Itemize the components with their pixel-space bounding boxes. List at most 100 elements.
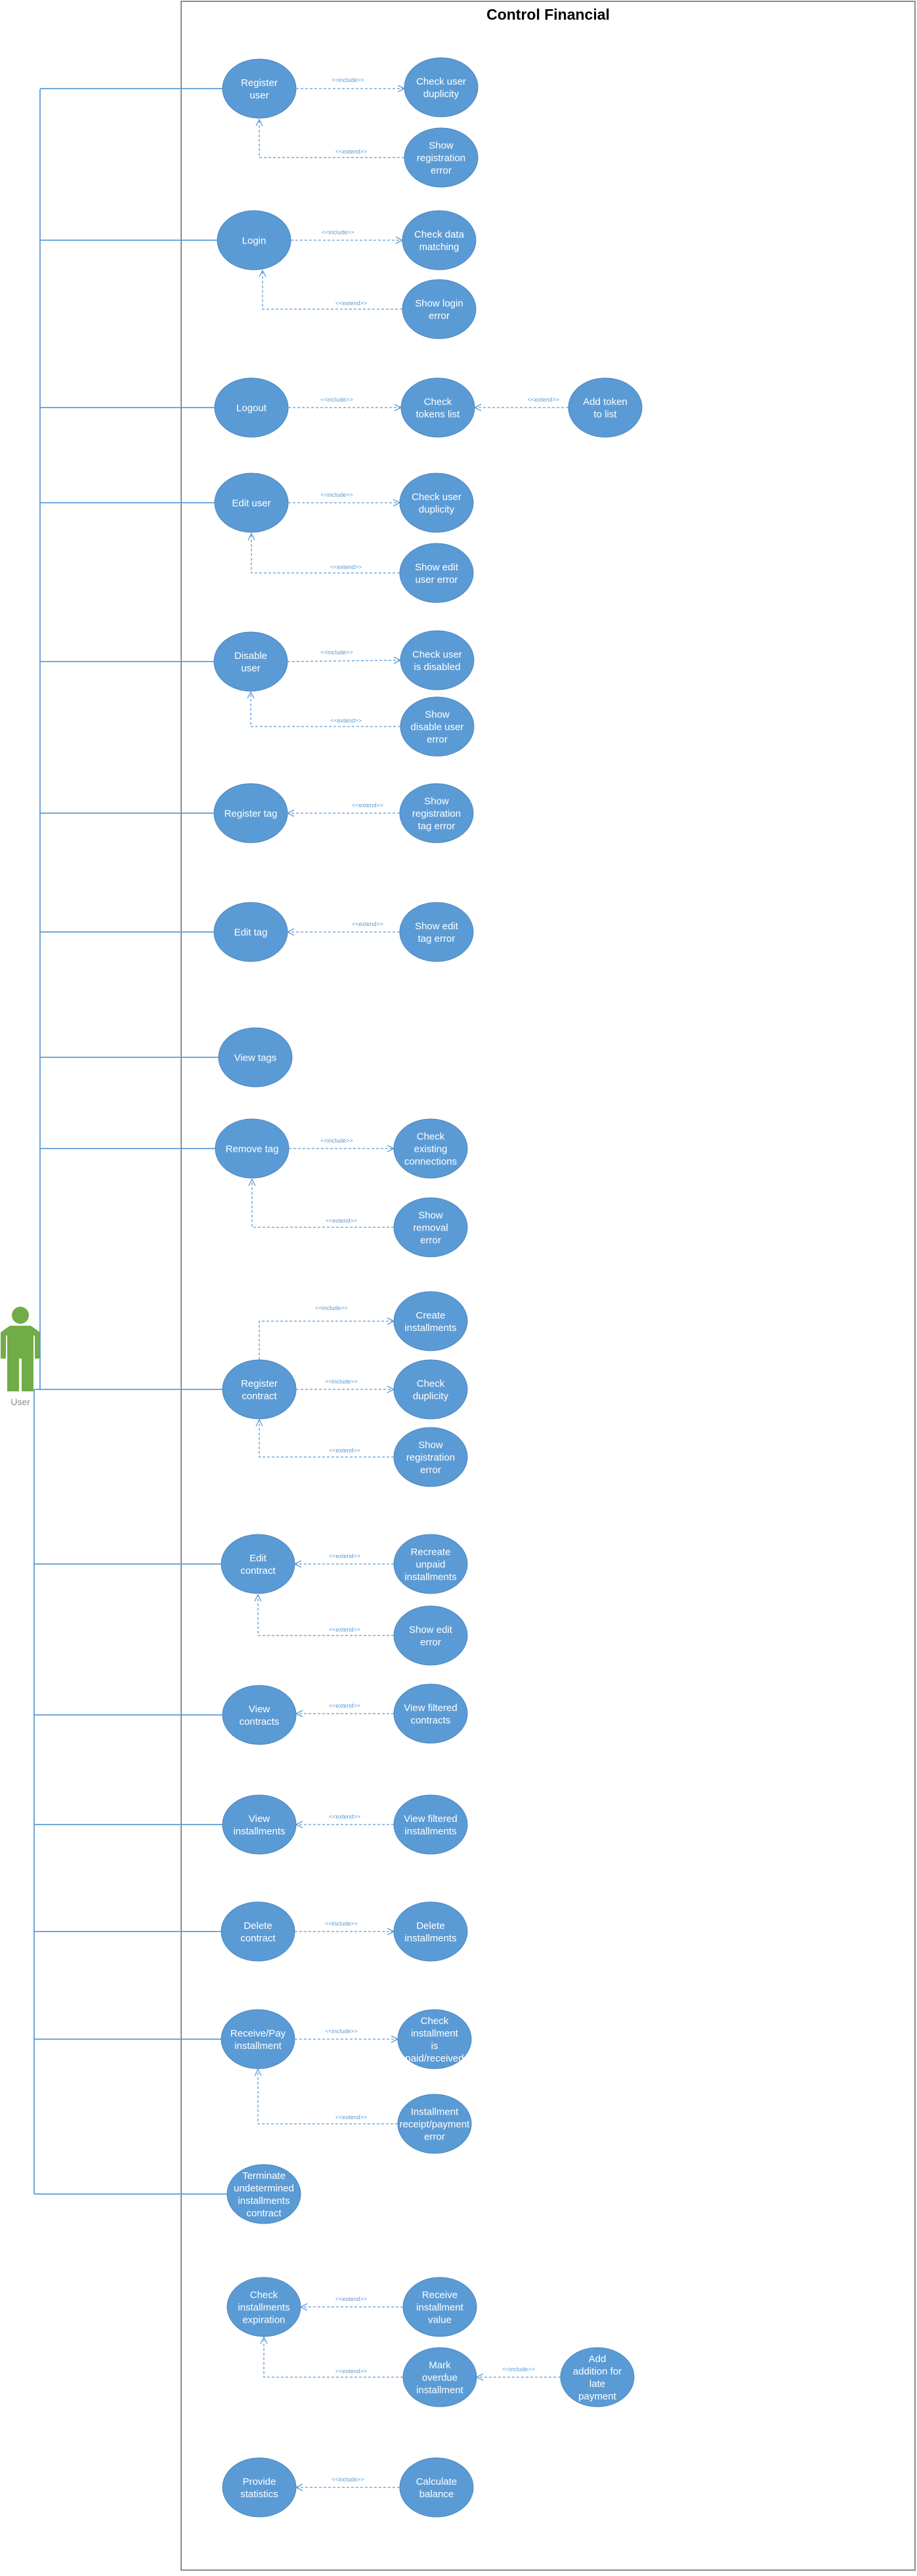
use-case-check-data-matching-shape <box>402 210 477 270</box>
use-case-register-tag-shape <box>213 783 288 843</box>
use-case-view-tags: View tags <box>218 1027 293 1087</box>
include-label: <<include>> <box>325 2028 358 2035</box>
extend-relation <box>258 1595 394 1636</box>
use-case-recreate-unpaid-installments-shape <box>393 1534 468 1594</box>
extend-relation <box>264 2337 403 2378</box>
extend-relation <box>251 692 400 727</box>
use-case-delete-contract-shape <box>221 1901 295 1962</box>
use-case-view-contracts-shape <box>222 1685 297 1745</box>
use-case-show-login-error-shape <box>402 279 477 339</box>
extend-label: <<extend>> <box>329 1447 360 1454</box>
extend-label: <<extend>> <box>528 396 559 403</box>
extend-label: <<extend>> <box>329 1702 360 1709</box>
use-case-receive-installment-value-shape <box>402 2277 477 2337</box>
use-case-register-tag: Register tag <box>213 783 288 843</box>
include-relation <box>287 660 400 662</box>
extend-label: <<extend>> <box>352 802 383 809</box>
use-case-remove-tag: Remove tag <box>215 1118 289 1179</box>
use-case-check-user-duplicity-shape <box>404 57 479 117</box>
include-label: <<include>> <box>331 2476 364 2483</box>
use-case-mark-overdue-installment-shape <box>402 2347 477 2407</box>
use-case-login: Login <box>217 210 291 270</box>
use-case-show-registration-tag-error-shape <box>399 783 474 843</box>
use-case-show-disable-user-error-shape <box>400 696 475 757</box>
use-case-view-filtered-installments-shape <box>393 1794 468 1855</box>
use-case-edit-user-shape <box>214 473 289 533</box>
include-label: <<include>> <box>320 492 353 498</box>
actor-label: User <box>11 1397 30 1407</box>
use-case-show-edit-tag-error-shape <box>399 902 474 962</box>
use-case-edit-tag-label: Edit tag <box>234 927 268 938</box>
use-case-show-removal-error-shape <box>393 1197 468 1257</box>
use-case-login-label: Login <box>242 235 267 246</box>
include-label: <<include>> <box>502 2366 535 2373</box>
use-case-create-installments-shape <box>393 1291 468 1351</box>
include-label: <<include>> <box>325 1920 358 1927</box>
extend-label: <<extend>> <box>329 1626 360 1633</box>
use-case-delete-installments-shape <box>393 1901 468 1962</box>
use-case-register-tag-label: Register tag <box>224 808 278 819</box>
use-case-check-user-duplicity-2-shape <box>399 473 474 533</box>
include-label: <<include>> <box>331 77 364 83</box>
include-label: <<include>> <box>320 396 353 403</box>
actor-user <box>1 1307 40 1391</box>
extend-relation <box>259 119 404 158</box>
include-relation <box>259 1321 394 1360</box>
use-case-view-tags-shape <box>218 1027 293 1087</box>
extend-relation <box>252 1179 394 1228</box>
use-case-show-registration-error-2-shape <box>393 1427 468 1487</box>
use-case-edit-tag: Edit tag <box>213 902 288 962</box>
use-case-edit-user: Edit user <box>214 473 289 533</box>
include-label: <<include>> <box>320 649 353 656</box>
association-layer <box>33 88 227 2195</box>
use-case-provide-statistics-shape <box>222 2457 297 2518</box>
extend-relation <box>259 1420 394 1458</box>
extend-label: <<extend>> <box>330 564 362 570</box>
